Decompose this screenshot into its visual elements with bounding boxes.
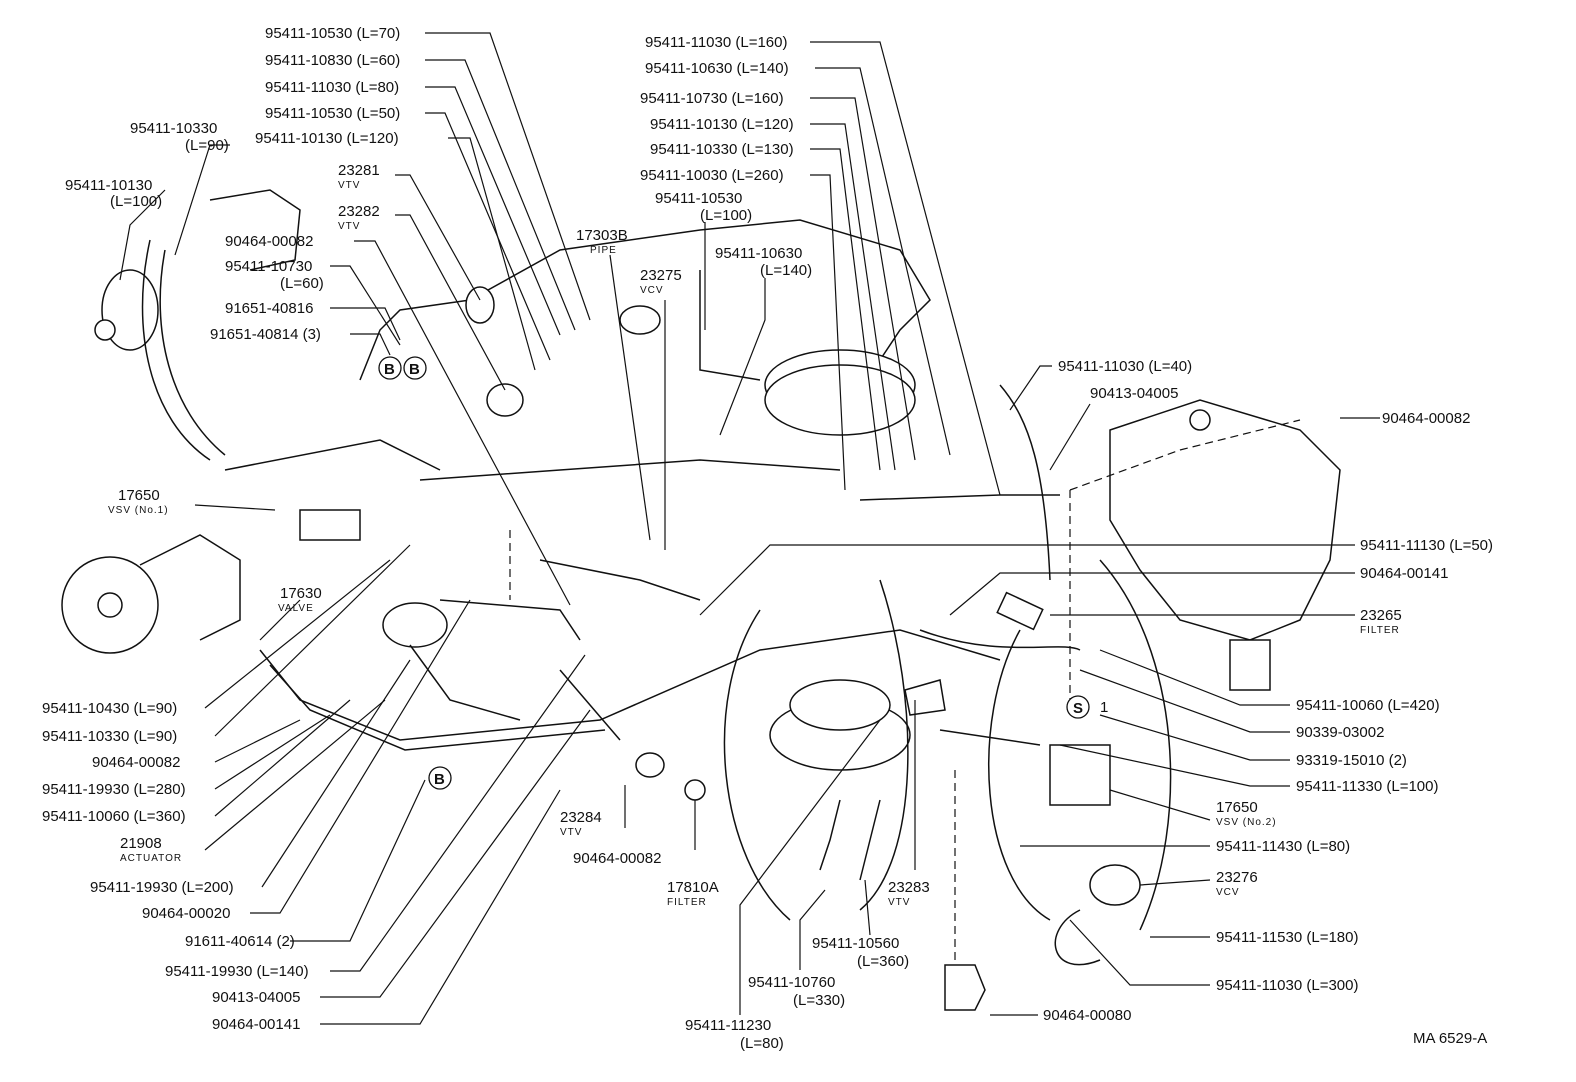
callout-95411-11330-l100: 95411-11330 (L=100) <box>1296 778 1438 795</box>
callout-90464-00082: 90464-00082 <box>225 233 313 250</box>
callout-95411-19930-l200: 95411-19930 (L=200) <box>90 879 234 896</box>
callout-l80: (L=80) <box>740 1035 784 1052</box>
callout-95411-10630: 95411-10630 <box>715 245 802 262</box>
callout-23265: 23265 <box>1360 607 1402 624</box>
callout-91611-40614: 91611-40614 (2) <box>185 933 295 950</box>
callout-90413-04005: 90413-04005 <box>1090 385 1178 402</box>
callout-filter: FILTER <box>667 897 707 908</box>
callout-23284: 23284 <box>560 809 602 826</box>
callout-95411-11030-l300: 95411-11030 (L=300) <box>1216 977 1358 994</box>
callout-95411-19930-l280: 95411-19930 (L=280) <box>42 781 186 798</box>
callout-90413-04005: 90413-04005 <box>212 989 300 1006</box>
callout-95411-11430-l80: 95411-11430 (L=80) <box>1216 838 1350 855</box>
callout-actuator: ACTUATOR <box>120 853 182 864</box>
callout-91651-40814: 91651-40814 (3) <box>210 326 321 343</box>
callout-23275: 23275 <box>640 267 682 284</box>
marker-b-label: B <box>434 771 445 788</box>
callout-95411-10330-l90: 95411-10330 (L=90) <box>42 728 177 745</box>
callout-95411-10630-l140: 95411-10630 (L=140) <box>645 60 789 77</box>
callout-95411-10060-l360: 95411-10060 (L=360) <box>42 808 186 825</box>
callout-95411-11530-l180: 95411-11530 (L=180) <box>1216 929 1358 946</box>
callout-vtv: VTV <box>888 897 910 908</box>
callout-90464-00141: 90464-00141 <box>212 1016 300 1033</box>
callout-21908: 21908 <box>120 835 162 852</box>
callout-vtv: VTV <box>338 180 360 191</box>
callout-95411-10330: 95411-10330 <box>130 120 217 137</box>
callout-17650: 17650 <box>1216 799 1258 816</box>
callout-l90: (L=90) <box>185 137 229 154</box>
callout-17303b: 17303B <box>576 227 628 244</box>
callout-23283: 23283 <box>888 879 930 896</box>
engine-line-art <box>61 189 1341 1011</box>
callout-95411-11030-l80: 95411-11030 (L=80) <box>265 79 399 96</box>
callout-filter: FILTER <box>1360 625 1400 636</box>
callout-95411-19930-l140: 95411-19930 (L=140) <box>165 963 309 980</box>
callout-95411-11230: 95411-11230 <box>685 1017 771 1034</box>
callout-95411-11030-l160: 95411-11030 (L=160) <box>645 34 787 51</box>
marker-b-3: B <box>428 766 452 790</box>
callout-95411-10130: 95411-10130 <box>65 177 152 194</box>
callout-pipe: PIPE <box>590 245 617 256</box>
callout-vtv: VTV <box>560 827 582 838</box>
circled-markers: B B B S 1 <box>378 356 1108 790</box>
callout-95411-10530-l70: 95411-10530 (L=70) <box>265 25 400 42</box>
marker-b-1: B <box>378 356 402 380</box>
callout-vsv-no1: VSV (No.1) <box>108 505 169 516</box>
callout-95411-10560: 95411-10560 <box>812 935 899 952</box>
callout-90464-00141: 90464-00141 <box>1360 565 1448 582</box>
callout-l60: (L=60) <box>280 275 324 292</box>
callout-90464-00080: 90464-00080 <box>1043 1007 1131 1024</box>
callout-vsv-no2: VSV (No.2) <box>1216 817 1277 828</box>
callout-95411-10060-l420: 95411-10060 (L=420) <box>1296 697 1440 714</box>
leader-lines <box>119 32 1380 1025</box>
callout-95411-11130-l50: 95411-11130 (L=50) <box>1360 537 1493 554</box>
callout-95411-10530-l50: 95411-10530 (L=50) <box>265 105 400 122</box>
callout-95411-11030-l40: 95411-11030 (L=40) <box>1058 358 1192 375</box>
callout-l360: (L=360) <box>857 953 909 970</box>
callout-95411-10330-l130: 95411-10330 (L=130) <box>650 141 794 158</box>
callout-90464-00082: 90464-00082 <box>92 754 180 771</box>
callout-23276: 23276 <box>1216 869 1258 886</box>
callout-23282: 23282 <box>338 203 380 220</box>
callout-90339-03002: 90339-03002 <box>1296 724 1384 741</box>
callout-91651-40816: 91651-40816 <box>225 300 313 317</box>
marker-s-label: S <box>1073 700 1083 717</box>
callout-vtv: VTV <box>338 221 360 232</box>
callout-l100: (L=100) <box>110 193 162 210</box>
callout-vcv: VCV <box>1216 887 1240 898</box>
callout-labels: 95411-10530 (L=70) 95411-10830 (L=60) 95… <box>42 25 1493 1052</box>
callout-95411-10730: 95411-10730 <box>225 258 312 275</box>
callout-23281: 23281 <box>338 162 380 179</box>
callout-95411-10430-l90: 95411-10430 (L=90) <box>42 700 177 717</box>
marker-b-label: B <box>384 361 395 378</box>
callout-l140: (L=140) <box>760 262 812 279</box>
callout-95411-10730-l160: 95411-10730 (L=160) <box>640 90 784 107</box>
marker-s-number: 1 <box>1100 699 1108 716</box>
callout-95411-10030-l260: 95411-10030 (L=260) <box>640 167 784 184</box>
callout-95411-10530: 95411-10530 <box>655 190 742 207</box>
marker-b-label: B <box>409 361 420 378</box>
callout-90464-00082: 90464-00082 <box>1382 410 1470 427</box>
callout-95411-10130-l120: 95411-10130 (L=120) <box>650 116 794 133</box>
callout-95411-10130-l120: 95411-10130 (L=120) <box>255 130 399 147</box>
callout-l100: (L=100) <box>700 207 752 224</box>
callout-90464-00020: 90464-00020 <box>142 905 230 922</box>
callout-95411-10830-l60: 95411-10830 (L=60) <box>265 52 400 69</box>
callout-vcv: VCV <box>640 285 664 296</box>
callout-93319-15010: 93319-15010 (2) <box>1296 752 1407 769</box>
callout-valve: VALVE <box>278 603 314 614</box>
callout-17630: 17630 <box>280 585 322 602</box>
marker-b-2: B <box>403 356 427 380</box>
callout-l330: (L=330) <box>793 992 845 1009</box>
marker-s: S 1 <box>1066 695 1108 719</box>
callout-90464-00082: 90464-00082 <box>573 850 661 867</box>
callout-95411-10760: 95411-10760 <box>748 974 835 991</box>
callout-17810a: 17810A <box>667 879 719 896</box>
callout-17650: 17650 <box>118 487 160 504</box>
diagram-reference-code: MA 6529-A <box>1413 1030 1487 1047</box>
